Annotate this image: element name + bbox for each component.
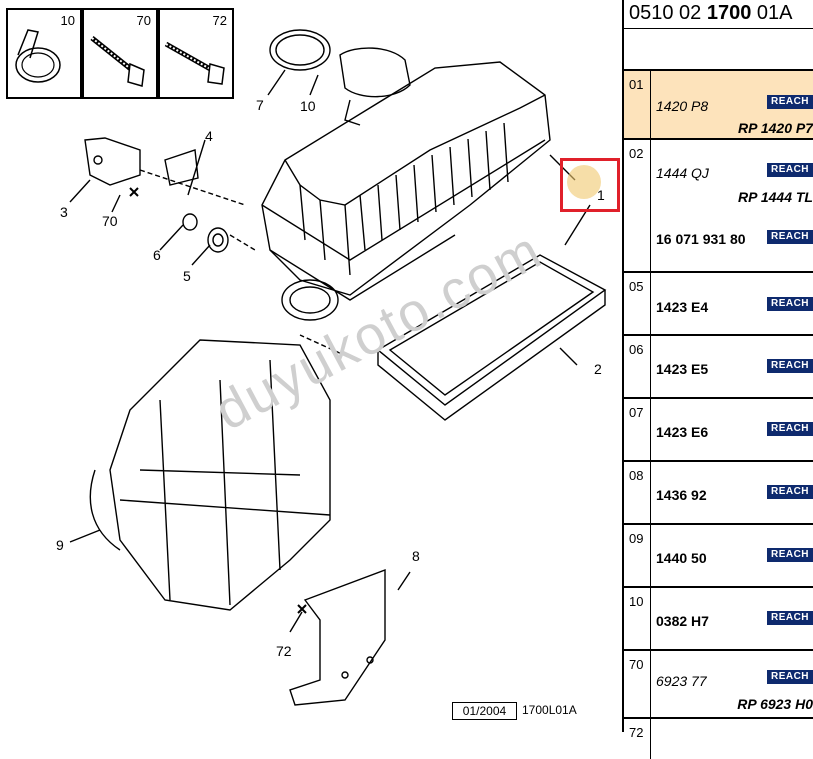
diagram-drawing <box>69 29 607 706</box>
thumb-clamp-10[interactable]: 10 <box>6 8 82 99</box>
callout-6[interactable]: 6 <box>153 247 161 263</box>
reach-badge: REACH <box>767 611 813 625</box>
part-number[interactable]: 1423 E5 <box>656 361 709 377</box>
part-number[interactable]: 0382 H7 <box>656 613 709 629</box>
thumb-bolt-72[interactable]: 72 <box>158 8 234 99</box>
parts-row[interactable]: 08 1436 92 REACH <box>624 462 813 525</box>
callout-2[interactable]: 2 <box>594 361 602 377</box>
selection-highlight <box>560 158 620 212</box>
callout-70[interactable]: 70 <box>102 213 118 229</box>
parts-row[interactable]: 70 6923 77 REACH RP 6923 H0 <box>624 651 813 719</box>
reach-badge: REACH <box>767 422 813 436</box>
reach-badge: REACH <box>767 485 813 499</box>
parts-row[interactable]: 02 1444 QJ REACH RP 1444 TL 16 071 931 8… <box>624 140 813 273</box>
parts-row[interactable]: 07 1423 E6 REACH <box>624 399 813 462</box>
replacement-ref[interactable]: RP 6923 H0 <box>737 696 813 712</box>
reach-badge: REACH <box>767 95 813 109</box>
header-prefix: 0510 02 <box>629 2 707 24</box>
thumb-label-70: 70 <box>136 13 151 28</box>
row-number: 05 <box>624 273 651 334</box>
row-number: 06 <box>624 336 651 397</box>
replacement-ref[interactable]: RP 1420 P7 <box>738 120 813 136</box>
reach-badge: REACH <box>767 670 813 684</box>
panel-header: 0510 02 1700 01A <box>624 0 813 29</box>
row-number: 10 <box>624 588 651 649</box>
parts-row[interactable]: 01 1420 P8 REACH RP 1420 P7 <box>624 71 813 140</box>
part-number[interactable]: 1436 92 <box>656 487 707 503</box>
part-number[interactable]: 6923 77 <box>656 673 707 689</box>
callout-72[interactable]: 72 <box>276 643 292 659</box>
row-number: 72 <box>624 719 651 759</box>
reach-badge: REACH <box>767 359 813 373</box>
bolt-icon <box>90 36 145 87</box>
row-number: 08 <box>624 462 651 523</box>
panel-subheader <box>624 29 813 71</box>
row-number: 09 <box>624 525 651 586</box>
parts-row[interactable]: 09 1440 50 REACH <box>624 525 813 588</box>
part-number[interactable]: 1440 50 <box>656 550 707 566</box>
parts-row[interactable]: 72 <box>624 719 813 759</box>
pointer-indicator <box>567 165 601 199</box>
callout-8[interactable]: 8 <box>412 548 420 564</box>
parts-row[interactable]: 06 1423 E5 REACH <box>624 336 813 399</box>
reach-badge: REACH <box>767 163 813 177</box>
callout-4[interactable]: 4 <box>205 128 213 144</box>
part-number[interactable]: 1423 E4 <box>656 299 709 315</box>
thumb-label-72: 72 <box>212 13 227 28</box>
thumb-label-10: 10 <box>60 13 75 28</box>
callout-1[interactable]: 1 <box>597 187 605 203</box>
row-number: 70 <box>624 651 651 717</box>
row-number: 02 <box>624 140 651 271</box>
header-suffix: 01A <box>751 2 793 24</box>
callout-3[interactable]: 3 <box>60 204 68 220</box>
part-number[interactable]: 1423 E6 <box>656 424 709 440</box>
footer-code: 1700L01A <box>522 703 577 717</box>
row-number: 07 <box>624 399 651 460</box>
reach-badge: REACH <box>767 297 813 311</box>
clamp-icon <box>15 29 61 83</box>
footer-date: 01/2004 <box>452 702 517 720</box>
part-number[interactable]: 1444 QJ <box>656 165 709 181</box>
callout-7[interactable]: 7 <box>256 97 264 113</box>
parts-list-panel: 0510 02 1700 01A 01 1420 P8 REACH RP 142… <box>622 0 813 759</box>
callout-5[interactable]: 5 <box>183 268 191 284</box>
part-number[interactable]: 1420 P8 <box>656 98 709 114</box>
exploded-parts-diagram: 10 70 72 1 2 3 4 5 6 7 8 9 10 70 72 duyu… <box>6 8 620 720</box>
row-number: 01 <box>624 71 651 138</box>
parts-row[interactable]: 05 1423 E4 REACH <box>624 273 813 336</box>
callout-10[interactable]: 10 <box>300 98 316 114</box>
reach-badge: REACH <box>767 548 813 562</box>
bolt-icon <box>164 41 225 85</box>
part-number-secondary[interactable]: 16 071 931 80 <box>656 231 746 247</box>
replacement-ref[interactable]: RP 1444 TL <box>738 189 813 205</box>
parts-row[interactable]: 10 0382 H7 REACH <box>624 588 813 651</box>
callout-9[interactable]: 9 <box>56 537 64 553</box>
header-bold: 1700 <box>706 2 752 24</box>
thumb-bolt-70[interactable]: 70 <box>82 8 158 99</box>
reach-badge: REACH <box>767 230 813 244</box>
